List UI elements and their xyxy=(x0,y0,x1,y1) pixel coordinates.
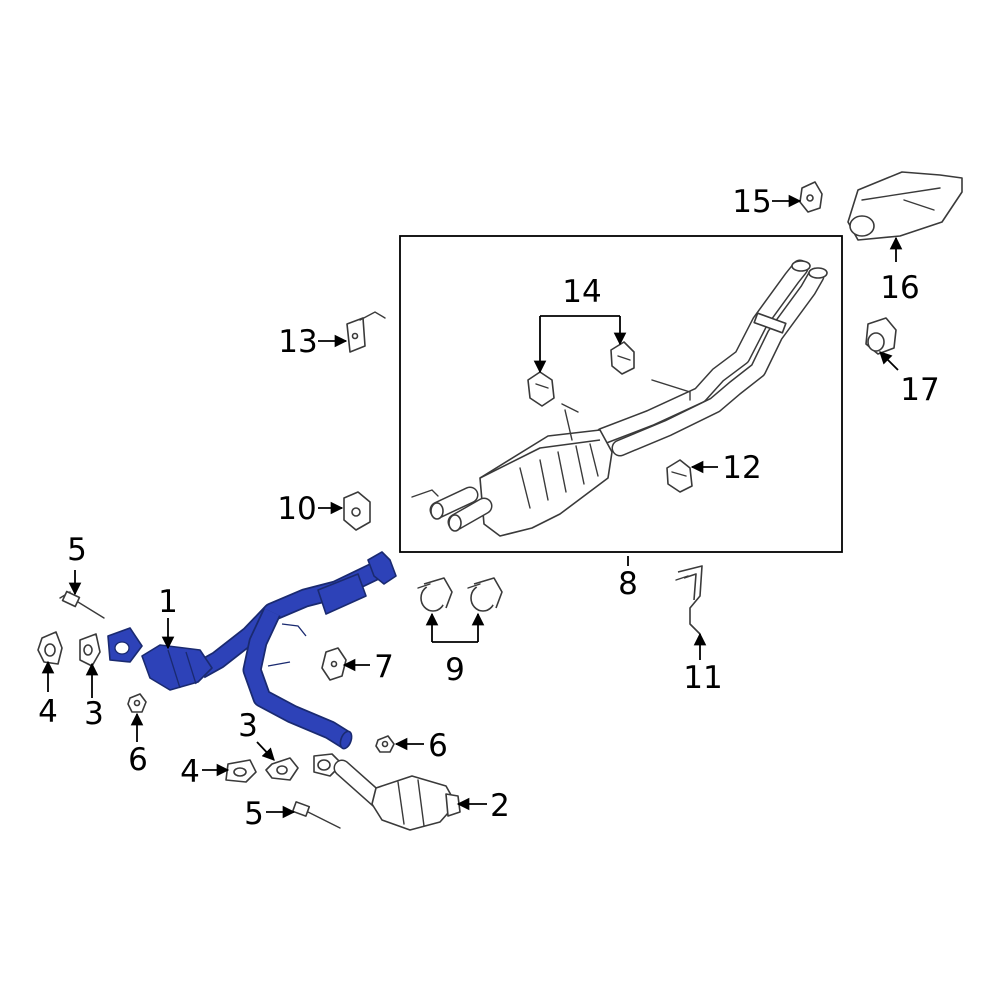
gasket-3-left xyxy=(79,633,101,667)
exhaust-tip-16 xyxy=(847,171,963,241)
callout-9: 9 xyxy=(445,652,465,688)
callout-labels: 1 2 3 3 4 4 5 5 6 6 7 8 9 10 11 12 13 14… xyxy=(38,184,940,832)
callout-7: 7 xyxy=(374,649,394,685)
tailpipe-assembly xyxy=(594,259,828,457)
callout-15: 15 xyxy=(732,184,771,220)
grommet-17 xyxy=(865,317,897,355)
stud-5-bottom xyxy=(291,801,341,829)
hanger-12 xyxy=(666,459,693,493)
clip-15 xyxy=(799,181,823,213)
gasket-4-left xyxy=(37,631,63,665)
callout-4-bottom: 4 xyxy=(180,754,200,790)
callout-11: 11 xyxy=(683,660,722,696)
muffler xyxy=(411,403,613,537)
callout-3-left: 3 xyxy=(84,696,104,732)
callout-4-left: 4 xyxy=(38,694,58,730)
callout-17: 17 xyxy=(900,372,939,408)
muffler-assembly-box xyxy=(399,235,843,553)
callout-6-left: 6 xyxy=(128,742,148,778)
callout-14: 14 xyxy=(562,274,601,310)
hanger-14-right xyxy=(610,341,635,375)
callout-12: 12 xyxy=(722,450,761,486)
catalytic-converter-2 xyxy=(313,753,461,831)
callout-13: 13 xyxy=(278,324,317,360)
nut-6-left xyxy=(127,693,147,713)
callout-5-left: 5 xyxy=(67,532,87,568)
clamp-9-left xyxy=(417,577,453,612)
leader-lines xyxy=(41,194,903,819)
gasket-4-bottom xyxy=(225,759,257,783)
callout-8: 8 xyxy=(618,566,638,602)
hanger-10 xyxy=(343,491,371,531)
gasket-3-bottom xyxy=(265,757,299,781)
bracket-11 xyxy=(675,565,703,635)
callout-10: 10 xyxy=(277,491,316,527)
callout-5-bottom: 5 xyxy=(244,796,264,832)
clamp-9-right xyxy=(467,577,503,612)
bracket-7 xyxy=(321,647,347,681)
callout-2: 2 xyxy=(490,788,510,824)
stud-5-left xyxy=(59,590,105,619)
callout-1: 1 xyxy=(158,584,178,620)
callout-6-right: 6 xyxy=(428,728,448,764)
callout-3-bottom: 3 xyxy=(238,708,258,744)
front-y-pipe-highlighted xyxy=(107,551,397,750)
bracket-13 xyxy=(346,311,386,353)
hanger-14-left xyxy=(527,371,555,407)
callout-16: 16 xyxy=(880,270,919,306)
nut-6-right xyxy=(375,735,395,753)
